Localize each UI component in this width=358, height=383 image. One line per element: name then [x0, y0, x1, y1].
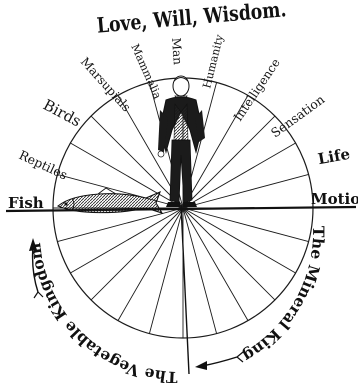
mineral-kingdom-text: The Mineral Kingdom — [0, 0, 328, 366]
label-sensation: Sensation — [268, 92, 327, 141]
spoke-line — [57, 208, 183, 242]
label-motion: Motion — [311, 190, 358, 208]
label-fish: Fish — [8, 194, 44, 212]
label-man: Man — [169, 37, 185, 65]
label-birds: Birds — [40, 96, 84, 131]
spoke-line — [183, 208, 309, 242]
arrow-bottom — [195, 352, 243, 370]
label-life: Life — [316, 145, 351, 168]
spoke-line — [183, 143, 296, 208]
diagram-title: Love, Will, Wisdom. — [96, 0, 287, 38]
spoke-line — [183, 208, 217, 334]
man-figure — [158, 76, 205, 207]
spoke-line — [183, 174, 309, 208]
spoke-line — [183, 208, 275, 300]
spoke-line — [91, 208, 183, 300]
label-humanity: Humanity — [200, 33, 226, 90]
vertical-axis — [181, 205, 189, 374]
label-intelligence: Intelligence — [231, 56, 283, 124]
spoke-line — [118, 208, 183, 321]
spoke-line — [149, 208, 183, 334]
label-reptiles: Reptiles — [17, 147, 70, 182]
label-mineral-kingdom: The Mineral Kingdom — [0, 0, 328, 366]
spoke-line — [183, 208, 296, 273]
spoke-line — [183, 208, 248, 321]
label-marsupials: Marsupials — [78, 55, 134, 115]
label-mammalia: Mammalia — [128, 42, 164, 101]
spoke-line — [70, 208, 183, 273]
